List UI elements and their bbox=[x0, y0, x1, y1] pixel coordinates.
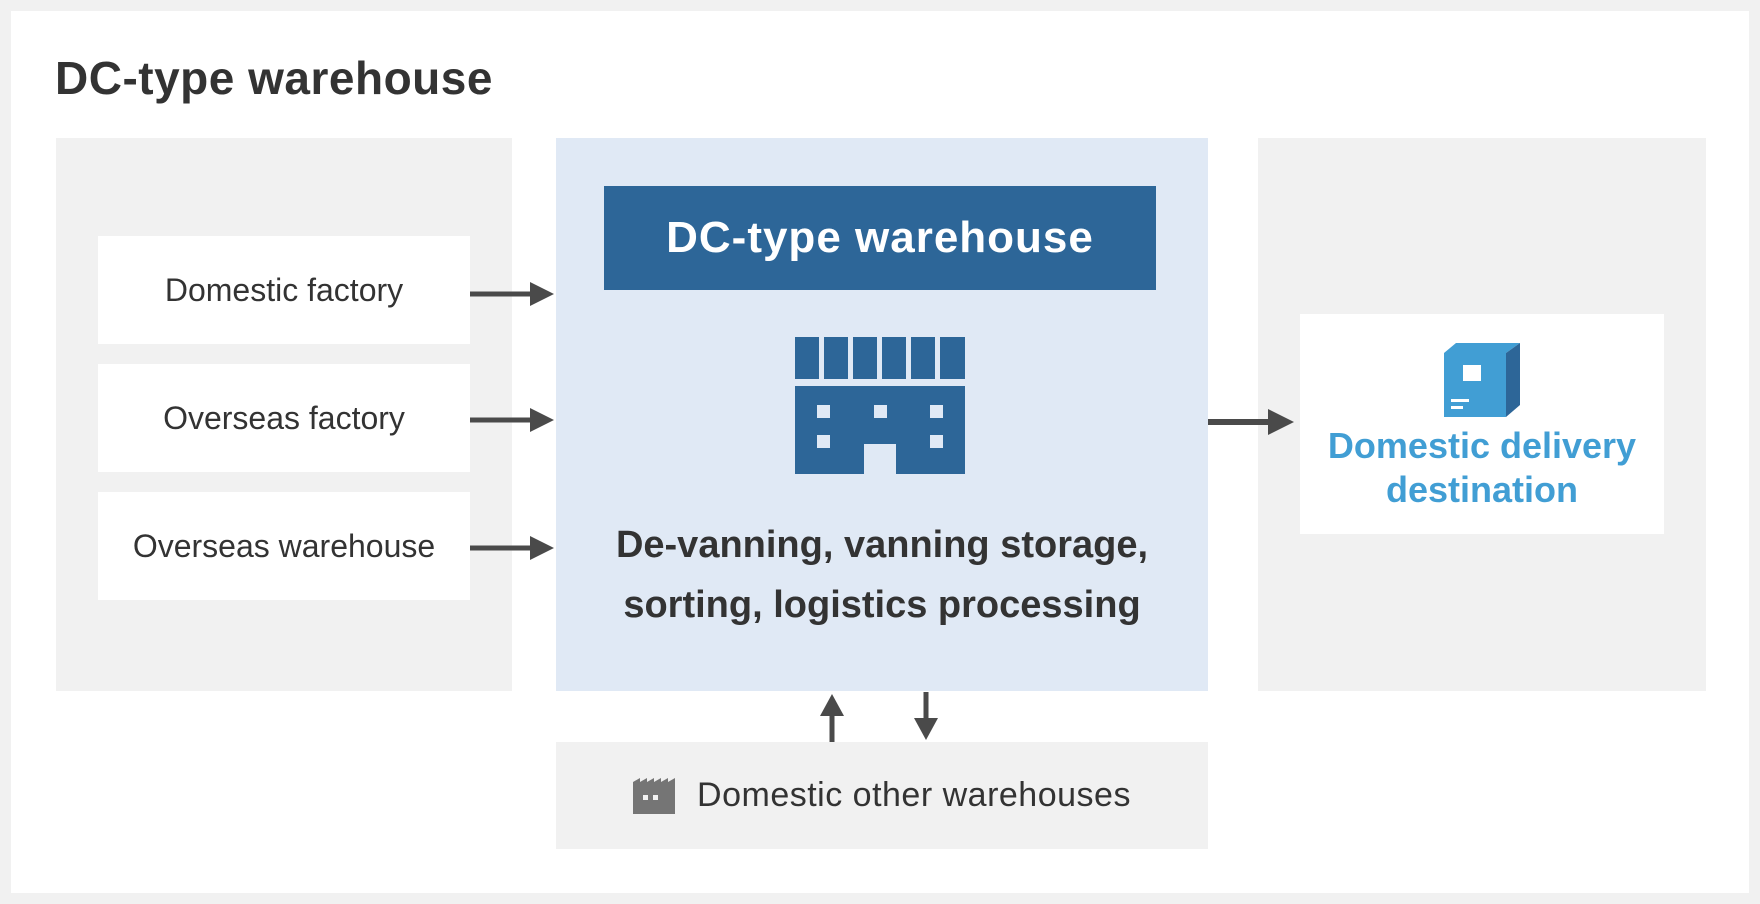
page-title: DC-type warehouse bbox=[55, 52, 493, 104]
dc-warehouse-header: DC-type warehouse bbox=[604, 186, 1156, 290]
package-icon bbox=[1444, 343, 1520, 417]
arrow-overseas-warehouse-to-dc bbox=[470, 536, 554, 560]
dc-warehouse-description: De-vanning, vanning storage, sorting, lo… bbox=[560, 515, 1204, 635]
factory-icon bbox=[633, 777, 676, 814]
source-domestic-factory: Domestic factory bbox=[98, 236, 470, 344]
arrow-domestic-factory-to-dc bbox=[470, 282, 554, 306]
destination-line-1: Domestic delivery bbox=[1327, 425, 1637, 466]
arrow-other-to-dc bbox=[820, 694, 844, 742]
destination-box: Domestic delivery destination bbox=[1300, 314, 1664, 534]
other-warehouses-label: Domestic other warehouses bbox=[697, 776, 1131, 814]
source-overseas-warehouse: Overseas warehouse bbox=[98, 492, 470, 600]
other-warehouses-box: Domestic other warehouses bbox=[556, 742, 1208, 849]
arrow-dc-to-other bbox=[914, 692, 938, 740]
destination-label: Domestic delivery destination bbox=[1300, 424, 1664, 512]
arrow-overseas-factory-to-dc bbox=[470, 408, 554, 432]
warehouse-icon bbox=[795, 337, 965, 474]
dc-description-line-2: sorting, logistics processing bbox=[623, 584, 1141, 626]
destination-line-2: destination bbox=[1385, 469, 1578, 510]
arrow-dc-to-destination bbox=[1208, 409, 1294, 435]
source-overseas-factory: Overseas factory bbox=[98, 364, 470, 472]
dc-description-line-1: De-vanning, vanning storage, bbox=[615, 524, 1149, 566]
